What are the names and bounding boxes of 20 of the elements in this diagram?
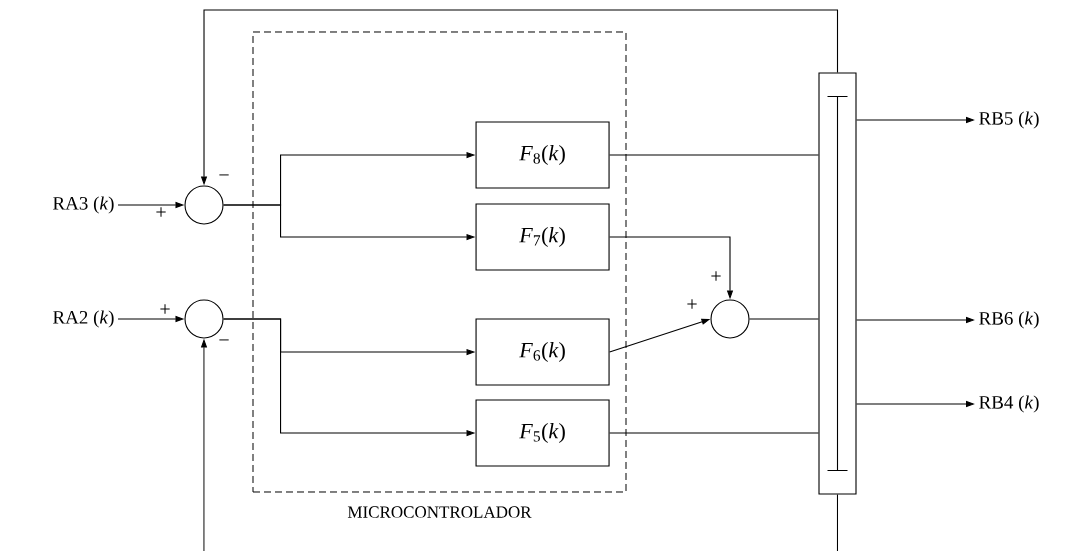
summing-circle bbox=[184, 185, 224, 225]
signal-label: RA2 (k) bbox=[53, 310, 114, 328]
signal-label: RA3 (k) bbox=[53, 196, 114, 214]
block-box: F$_{6}$(k) bbox=[475, 318, 610, 386]
sign-label: − bbox=[219, 174, 229, 176]
sign-label: − bbox=[219, 339, 229, 341]
block-box: F$_{7}$(k) bbox=[475, 203, 610, 271]
summing-circle bbox=[184, 299, 224, 339]
sign-label: + bbox=[160, 304, 170, 314]
sign-label: + bbox=[156, 207, 166, 217]
block-box: F$_{8}$(k) bbox=[475, 121, 610, 189]
signal-label: RB4 (k) bbox=[979, 395, 1039, 413]
sign-label: + bbox=[711, 271, 721, 281]
block-box: F$_{5}$(k) bbox=[475, 399, 610, 467]
signal-label: RB5 (k) bbox=[979, 111, 1039, 129]
node-label: MICROCONTROLADOR bbox=[347, 506, 532, 518]
signal-label: RB6 (k) bbox=[979, 311, 1039, 329]
plant-block bbox=[818, 72, 857, 495]
sign-label: + bbox=[687, 299, 697, 309]
summing-circle bbox=[710, 299, 750, 339]
